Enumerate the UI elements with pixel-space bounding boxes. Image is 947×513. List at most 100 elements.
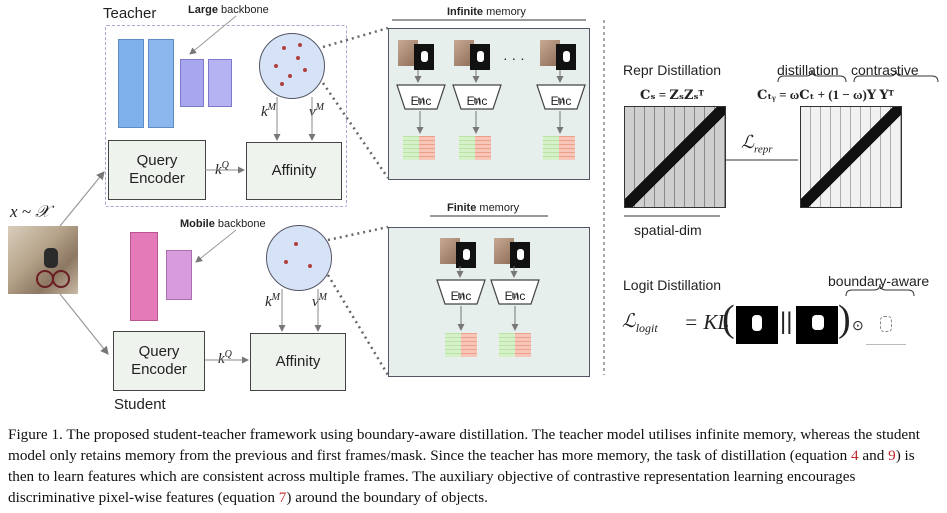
inf-frame-3-img	[540, 40, 560, 66]
fin-enc-1-sub: M	[457, 291, 465, 301]
caption-ref-2[interactable]: 9	[888, 447, 896, 464]
student-kq-label: kQ	[218, 349, 232, 368]
teacher-query-encoder-label: Query Encoder	[129, 152, 185, 187]
caption-ref-1[interactable]: 4	[850, 447, 859, 464]
student-query-encoder: Query Encoder	[113, 331, 205, 391]
teacher-matrix-diagonal	[801, 107, 901, 207]
teacher-title: Teacher	[103, 5, 157, 22]
fin-enc-2-sub: M	[511, 291, 519, 301]
fin-encoder-1-shape	[436, 279, 486, 305]
inf-enc-3-text: Enc	[550, 94, 572, 108]
kl-separator: ||	[780, 308, 793, 335]
student-vm: v	[312, 294, 319, 310]
fin-frame-1-img	[440, 238, 460, 264]
kl-close-paren: )	[838, 298, 851, 340]
logit-distillation-title: Logit Distillation	[623, 277, 722, 293]
student-matrix-diagonal	[625, 107, 725, 207]
fin-zoom-line-bottom	[326, 274, 390, 376]
student-backbone-rest: backbone	[214, 218, 266, 230]
teacher-backbone-bold: Large	[188, 4, 218, 16]
finite-memory-panel	[388, 227, 590, 377]
caption-part-4: ) around the boundary of objects.	[286, 489, 488, 506]
inf-zoom-line-top	[322, 26, 389, 49]
figure-caption: Figure 1. The proposed student-teacher f…	[8, 424, 943, 508]
student-kq-sup: Q	[224, 349, 232, 360]
inf-frame-1-mask	[414, 44, 434, 70]
teacher-vm-sup: M	[315, 102, 325, 113]
kl-open-paren: (	[722, 298, 735, 340]
inf-enc-3-sub: M	[557, 96, 565, 106]
caption-part-3: ) is then to learn features which are co…	[8, 447, 915, 506]
logit-loss-sub: logit	[635, 320, 658, 335]
inf-ellipsis: · · ·	[503, 50, 525, 66]
student-kq: k	[218, 351, 225, 367]
inf-encoder-3-shape	[536, 84, 586, 110]
inf-frame-2-mask	[470, 44, 490, 70]
logit-loss-label: ℒlogit	[622, 310, 658, 336]
student-logit-mask	[736, 306, 778, 344]
fin-zoom-line-top	[327, 225, 389, 242]
teacher-memory-circle	[259, 33, 325, 99]
teacher-backbone-rest: backbone	[217, 4, 269, 16]
inf-enc-1-sub: M	[417, 96, 425, 106]
boundary-map	[866, 306, 906, 345]
teacher-query-encoder: Query Encoder	[108, 140, 206, 200]
inf-zoom-line-bottom	[321, 82, 390, 179]
large-backbone-pointer	[189, 15, 237, 55]
fin-frame-2-img	[494, 238, 514, 264]
kl-label: = KL	[684, 310, 730, 334]
student-affinity: Affinity	[250, 333, 346, 391]
input-image	[8, 226, 78, 294]
student-affinity-label: Affinity	[275, 353, 321, 370]
distillation-label: distillation	[777, 62, 839, 78]
odot-operator: ⊙	[852, 317, 864, 333]
student-backbone-label: Mobile backbone	[180, 218, 266, 230]
teacher-backbone-label: Large backbone	[188, 4, 269, 16]
mobile-backbone-pointer	[195, 229, 237, 263]
teacher-km: k	[261, 104, 268, 120]
teacher-affinity: Affinity	[246, 142, 342, 200]
fin-encoder-2-shape	[490, 279, 540, 305]
caption-ref-3[interactable]: 7	[278, 489, 287, 506]
fin-value-tile-1	[461, 333, 477, 357]
fin-value-tile-2	[515, 333, 531, 357]
rider-shape	[44, 248, 58, 268]
student-km: k	[265, 294, 272, 310]
student-km-label: kM	[265, 292, 280, 311]
student-vm-label: vM	[312, 292, 327, 311]
finite-memory-label: Finite memory	[447, 202, 519, 214]
inf-encoder-2-shape	[452, 84, 502, 110]
student-backbone-block-2	[166, 250, 192, 300]
teacher-affinity-label: Affinity	[271, 162, 317, 179]
repr-loss-symbol: ℒ	[741, 132, 754, 152]
teacher-similarity-matrix	[800, 106, 902, 208]
infinite-memory-label: Infinite memory	[447, 6, 526, 18]
caption-part-2: and	[858, 447, 889, 464]
teacher-km-label: kM	[261, 102, 276, 121]
inf-enc-1-text: Enc	[410, 94, 432, 108]
infinite-memory-bold: Infinite	[447, 6, 484, 18]
student-title: Student	[114, 396, 166, 413]
input-label: x ~ 𝒳	[10, 202, 50, 221]
fin-enc-2-text: Enc	[504, 289, 526, 303]
inf-frame-1-img	[398, 40, 418, 66]
student-memory-circle	[266, 225, 332, 291]
teacher-backbone-block-2	[148, 39, 174, 128]
teacher-backbone-block-1	[118, 39, 144, 128]
infinite-memory-rest: memory	[483, 6, 526, 18]
teacher-backbone-block-3	[180, 59, 204, 107]
repr-distillation-title: Repr Distillation	[623, 62, 722, 78]
student-query-encoder-label: Query Encoder	[131, 343, 187, 378]
inf-value-tile-3	[559, 136, 575, 160]
student-similarity-matrix	[624, 106, 726, 208]
bike-wheel-2	[52, 270, 70, 288]
repr-loss-sub: repr	[753, 143, 773, 156]
teacher-backbone-block-4	[208, 59, 232, 107]
